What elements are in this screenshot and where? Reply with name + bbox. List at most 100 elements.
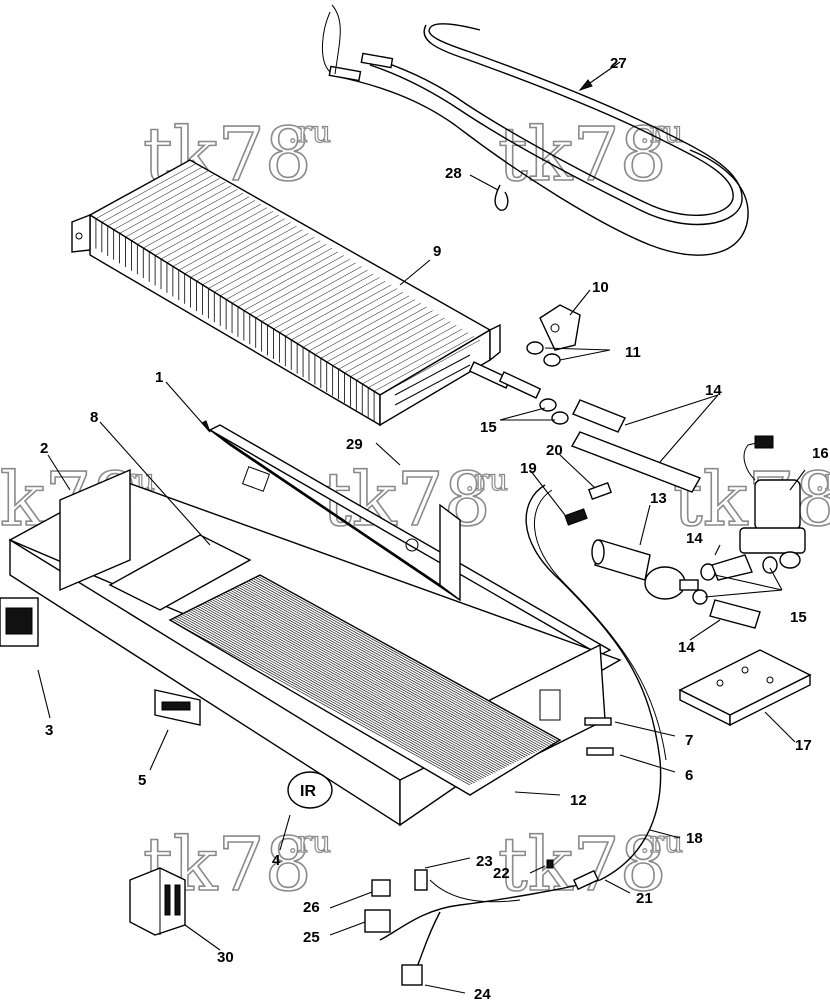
ir-logo-text: IR	[300, 783, 316, 800]
coil-12-line	[181, 613, 482, 780]
callout-23: 23	[476, 853, 493, 870]
coil-12-line	[255, 577, 556, 743]
callout-15: 15	[790, 609, 807, 626]
coil-12-line	[232, 588, 533, 755]
coil-12-line	[248, 580, 549, 747]
hose-clamps	[539, 398, 778, 605]
coil-fin-top	[202, 229, 303, 286]
relay-components	[364, 869, 428, 986]
coil-12-line	[174, 617, 475, 783]
coil-fin-top	[226, 244, 327, 300]
coil-fin-top	[350, 321, 451, 377]
coil-12-line	[227, 590, 528, 757]
coil-12-line	[243, 582, 544, 749]
callout-5: 5	[138, 772, 146, 789]
coil-fin-top	[101, 167, 202, 223]
callout-11: 11	[625, 344, 641, 361]
callout-27: 27	[610, 55, 627, 72]
callout-6: 6	[685, 767, 693, 784]
coil-fin-top	[243, 255, 344, 311]
watermark-suffix: .ru	[465, 463, 508, 498]
leader-lines	[37, 61, 806, 994]
coil-fin-top	[267, 269, 368, 326]
coil-12-line	[218, 595, 519, 762]
contactor	[129, 867, 186, 936]
coil-12-line	[234, 587, 535, 753]
coil-fin-top	[308, 295, 410, 352]
wire-harness	[379, 484, 667, 976]
coil-fin-top	[297, 288, 398, 344]
watermark-suffix: .ru	[815, 463, 830, 498]
coil-12-line	[250, 579, 551, 745]
coil-12	[168, 574, 562, 796]
decals: IR	[0, 597, 614, 809]
callout-18: 18	[686, 830, 703, 847]
coil-12-line	[220, 594, 521, 760]
coil-12-line	[229, 589, 531, 756]
callout-labels: 1 2 3 4 5 6 7 8 9 10 11 12 13 14 14 14 1…	[40, 55, 829, 1003]
watermark-suffix: .ru	[288, 115, 331, 150]
callout-3: 3	[45, 722, 53, 739]
coil-12-line	[225, 592, 526, 758]
coil-12-line	[222, 593, 524, 759]
callout-29: 29	[346, 436, 363, 453]
coil-fin-top	[362, 328, 463, 385]
hoses	[570, 399, 761, 629]
coil-12-line	[239, 585, 540, 751]
coil-fin-top	[314, 299, 416, 355]
callout-20: 20	[546, 442, 563, 459]
tube-brackets	[526, 304, 581, 367]
coil-12-line	[206, 601, 508, 767]
callout-30: 30	[217, 949, 234, 966]
coil-fin-top	[149, 196, 250, 252]
callout-14: 14	[686, 530, 703, 547]
coil-fin-top	[178, 214, 279, 271]
coil-fin-top	[196, 225, 297, 282]
coil-12-line	[236, 586, 538, 752]
callout-22: 22	[493, 865, 510, 882]
coil-fin-top	[332, 310, 433, 366]
coil-fin-top	[160, 203, 262, 260]
coil-fin-top	[291, 284, 392, 341]
coil-fin-top	[131, 185, 232, 241]
coil-12-line	[179, 615, 480, 781]
coil-fin-top	[356, 325, 457, 381]
coil-fin-top	[172, 211, 273, 267]
coil-fin-top	[166, 207, 268, 263]
coil-fin-top	[368, 332, 469, 388]
callout-2: 2	[40, 440, 48, 457]
coil-fin-top	[125, 181, 226, 238]
coil-fin-top	[190, 222, 291, 278]
coil-fin-top	[249, 258, 350, 315]
coil-fin-top	[237, 251, 339, 308]
callout-12: 12	[570, 792, 587, 809]
heater-element	[321, 4, 749, 256]
coil-fin-top	[379, 339, 481, 396]
coil-fin-top	[89, 159, 191, 216]
coil-fin-top	[107, 170, 208, 227]
coil-12-line	[199, 604, 501, 771]
callout-17: 17	[795, 737, 812, 754]
coil-12-line	[169, 619, 471, 786]
coil-12-line	[176, 616, 478, 782]
callout-25: 25	[303, 929, 320, 946]
coil-12-line	[257, 575, 558, 742]
callout-10: 10	[592, 279, 609, 296]
callout-26: 26	[303, 899, 320, 916]
coil-fin-top	[137, 189, 238, 245]
coil-fin-top	[373, 336, 475, 392]
coil-fin-top	[220, 240, 321, 297]
coil-fin-top	[261, 266, 362, 322]
coil-12-line	[186, 611, 487, 778]
coil-fin-top	[285, 281, 386, 337]
heater-clip	[494, 184, 509, 211]
callout-14: 14	[705, 382, 722, 399]
decal-4	[287, 771, 333, 809]
connectors	[564, 481, 613, 526]
callout-13: 13	[650, 490, 667, 507]
callout-24: 24	[474, 986, 491, 1000]
watermark-suffix: .ru	[640, 825, 683, 860]
watermark: tk78	[498, 112, 667, 198]
coil-fin-top	[279, 277, 380, 333]
coil-12-line	[246, 581, 547, 748]
